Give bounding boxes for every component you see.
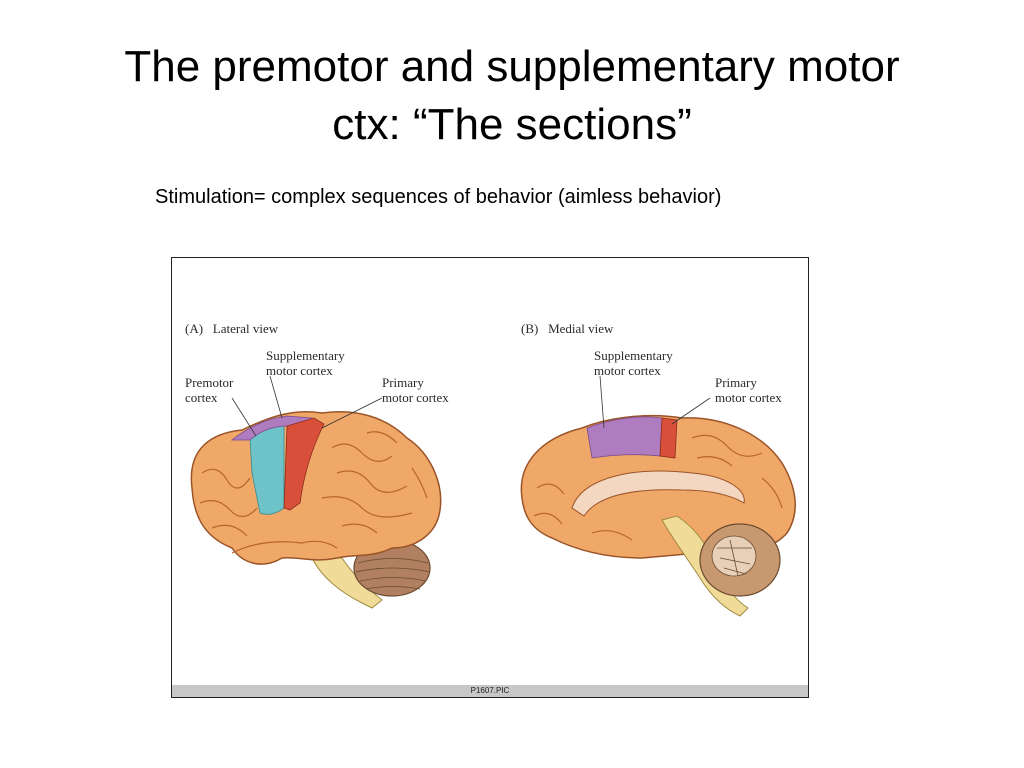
panel-b-heading: (B) Medial view bbox=[521, 321, 614, 336]
supplementary-motor-cortex-label-b: Supplementary motor cortex bbox=[594, 348, 673, 378]
corpus-callosum bbox=[571, 470, 745, 517]
medial-brain bbox=[520, 375, 796, 617]
brain-figure: (A) Lateral view Supplementary motor cor… bbox=[171, 257, 809, 698]
slide-title: The premotor and supplementary motor ctx… bbox=[40, 38, 984, 154]
medial-primary-region bbox=[659, 417, 678, 459]
primary-motor-cortex-label-a: Primary motor cortex bbox=[382, 375, 449, 405]
panel-a-heading: (A) Lateral view bbox=[185, 321, 279, 336]
title-line-1: The premotor and supplementary motor bbox=[124, 42, 900, 91]
brain-illustration bbox=[190, 375, 796, 617]
premotor-cortex-label: Premotor cortex bbox=[185, 375, 234, 405]
lateral-brain bbox=[190, 375, 442, 609]
slide-subtitle: Stimulation= complex sequences of behavi… bbox=[155, 186, 722, 208]
figure-footer: P1607.PIC bbox=[172, 685, 808, 697]
primary-motor-cortex-label-b: Primary motor cortex bbox=[715, 375, 782, 405]
supplementary-motor-cortex-label-a: Supplementary motor cortex bbox=[266, 348, 345, 378]
lateral-primary-region bbox=[283, 417, 325, 511]
title-line-2: ctx: “The sections” bbox=[332, 100, 692, 149]
